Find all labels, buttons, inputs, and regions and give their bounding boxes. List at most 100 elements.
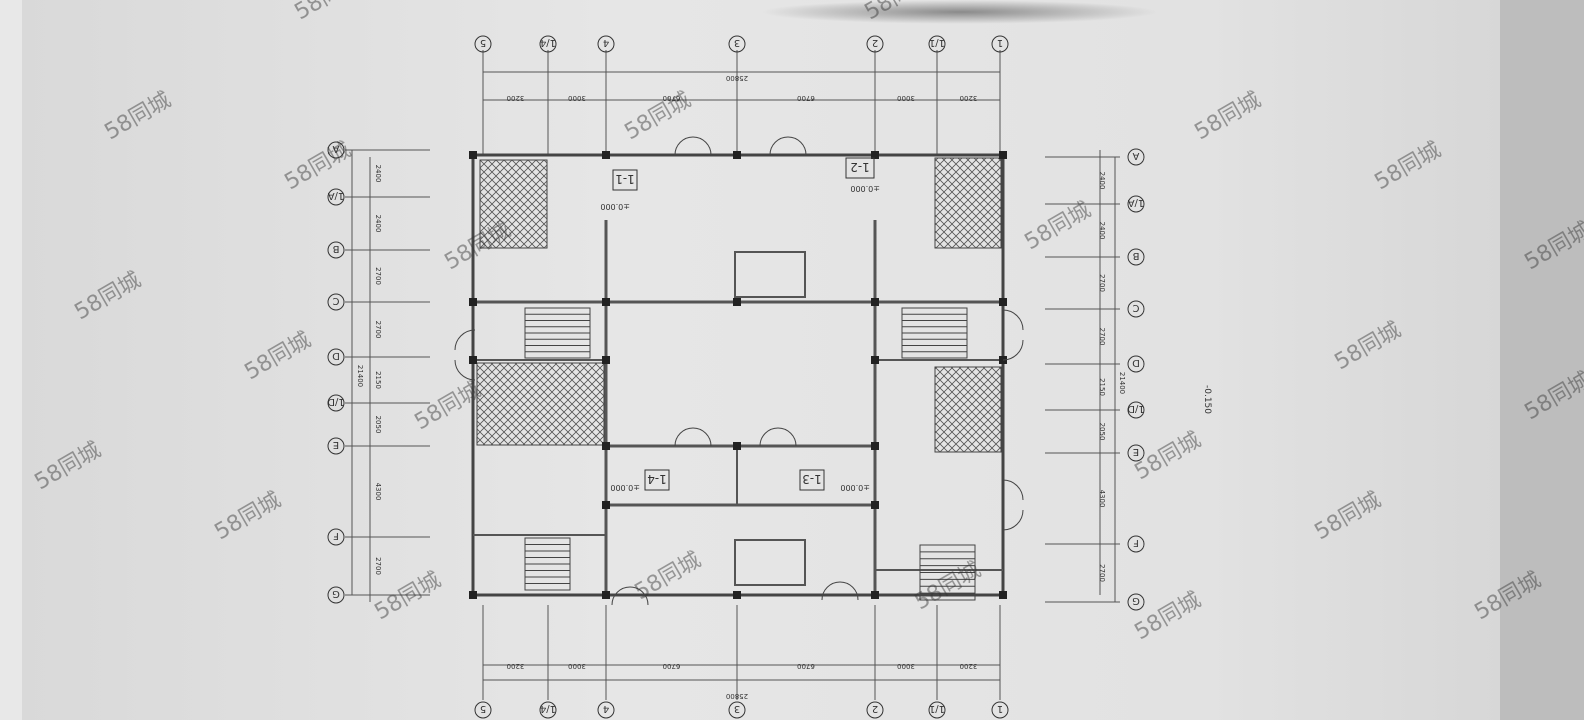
axis-label: D <box>332 350 340 361</box>
watermark-58-tongcheng: 58同城 <box>1311 488 1386 546</box>
axis-label: D <box>1132 357 1140 368</box>
axis-label: 4 <box>603 37 609 48</box>
watermark-58-tongcheng: 58同城 <box>1521 218 1584 276</box>
dimension-text: 21400 <box>356 365 364 387</box>
axis-label: B <box>332 243 339 254</box>
structural-column <box>602 356 610 364</box>
stairs <box>524 307 976 601</box>
axis-bubble <box>327 528 345 546</box>
dimension-text: 3200 <box>507 662 525 670</box>
structural-column <box>871 298 879 306</box>
dimension-text: 2700 <box>1098 564 1106 582</box>
dimension-text: 2050 <box>374 416 382 434</box>
watermark-58-tongcheng: 58同城 <box>241 328 316 386</box>
dimension-text: 2700 <box>1098 274 1106 292</box>
structural-column <box>733 298 741 306</box>
axis-label: A <box>332 143 339 154</box>
dimension-text: 6700 <box>663 94 681 102</box>
axis-label: 3 <box>734 703 740 714</box>
axis-label: C <box>332 295 339 306</box>
structural-column <box>999 591 1007 599</box>
structural-column <box>469 151 477 159</box>
axis-bubble <box>1127 195 1145 213</box>
drawing-sheet <box>22 0 1500 720</box>
axis-label: A <box>1132 150 1139 161</box>
level-mark: ±0.000 <box>840 483 870 492</box>
dimension-text: 2150 <box>1098 378 1106 396</box>
watermark-58-tongcheng: 58同城 <box>1371 138 1446 196</box>
axis-label: 1 <box>997 37 1003 48</box>
dimension-text: 2400 <box>1098 172 1106 190</box>
axis-bubble <box>866 35 884 53</box>
dimension-text: 6700 <box>663 662 681 670</box>
axis-bubble <box>991 701 1009 719</box>
axis-bubble <box>1127 300 1145 318</box>
axis-label: G <box>332 588 340 599</box>
axis-bubble <box>327 241 345 259</box>
axis-bubble <box>866 701 884 719</box>
structural-column <box>871 591 879 599</box>
structural-column <box>469 298 477 306</box>
hatched-shafts <box>476 157 1002 453</box>
dimension-text: 3000 <box>897 662 915 670</box>
watermark-58-tongcheng: 58同城 <box>1191 88 1266 146</box>
outside-level-mark: -0.150 <box>1202 385 1212 414</box>
doors <box>454 136 1024 606</box>
axis-label: 1/D <box>327 396 345 407</box>
dimension-text: 25800 <box>726 74 748 82</box>
dimension-text: 4300 <box>374 483 382 501</box>
dimension-text: 3200 <box>507 94 525 102</box>
axis-bubble <box>1127 148 1145 166</box>
axis-label: E <box>1133 446 1139 457</box>
structural-column <box>871 356 879 364</box>
structural-column <box>733 151 741 159</box>
watermark-58-tongcheng: 58同城 <box>1131 428 1206 486</box>
axis-bubble <box>728 35 746 53</box>
watermark-58-tongcheng: 58同城 <box>71 268 146 326</box>
axis-label: 1/1 <box>929 703 945 714</box>
axis-bubble <box>1127 535 1145 553</box>
axis-bubble <box>1127 401 1145 419</box>
watermark-58-tongcheng: 58同城 <box>291 0 366 25</box>
watermark-58-tongcheng: 58同城 <box>1471 568 1546 626</box>
dimension-text: 2700 <box>374 557 382 575</box>
structural-column <box>871 151 879 159</box>
watermark-58-tongcheng: 58同城 <box>1021 198 1096 256</box>
axis-label: F <box>333 530 339 541</box>
watermark-58-tongcheng: 58同城 <box>631 548 706 606</box>
level-mark: ±0.000 <box>610 483 640 492</box>
axis-label: 4 <box>603 703 609 714</box>
watermark-58-tongcheng: 58同城 <box>281 138 356 196</box>
level-mark: ±0.000 <box>600 202 630 211</box>
watermark-58-tongcheng: 58同城 <box>31 438 106 496</box>
dimension-text: 2400 <box>374 165 382 183</box>
dimension-text: 6700 <box>797 662 815 670</box>
dimension-text: 2400 <box>374 215 382 233</box>
axis-bubble <box>1127 248 1145 266</box>
axis-bubble <box>327 293 345 311</box>
dimension-text: 3200 <box>960 662 978 670</box>
axis-labels: 551/41/44433221/11/111320032003000300067… <box>327 35 1145 719</box>
axis-bubble <box>597 35 615 53</box>
hand-shadow <box>760 0 1160 24</box>
axis-bubble <box>1127 593 1145 611</box>
dimension-text: 3200 <box>960 94 978 102</box>
watermark-58-tongcheng: 58同城 <box>211 488 286 546</box>
axis-label: C <box>1132 302 1139 313</box>
axis-bubble <box>728 701 746 719</box>
axis-label: 5 <box>480 37 486 48</box>
axis-bubble <box>539 35 557 53</box>
axis-bubble <box>327 586 345 604</box>
axis-bubble <box>539 701 557 719</box>
axis-bubble <box>474 35 492 53</box>
watermark-58-tongcheng: 58同城 <box>1521 368 1584 426</box>
structural-column <box>733 591 741 599</box>
dimension-text: 2050 <box>1098 423 1106 441</box>
structural-column <box>602 591 610 599</box>
axis-label: 1/1 <box>929 37 945 48</box>
structural-column <box>602 298 610 306</box>
axis-label: 1/4 <box>540 703 556 714</box>
dimension-text: 2700 <box>374 267 382 285</box>
axis-bubble <box>327 348 345 366</box>
